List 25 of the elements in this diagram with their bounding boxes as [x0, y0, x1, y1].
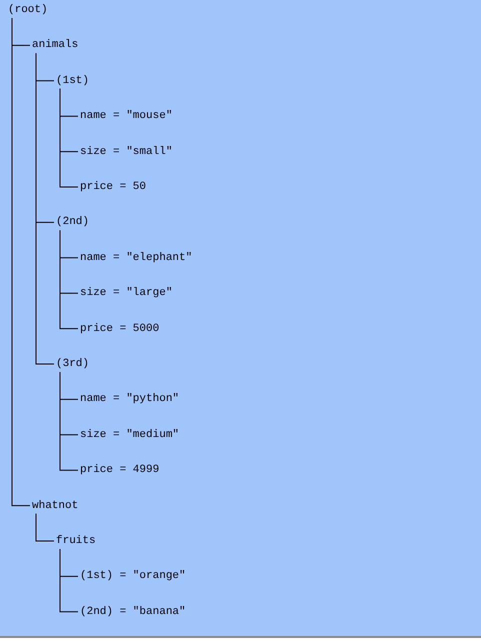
tree-item-label: size = "small": [80, 144, 172, 160]
tree-item-label: price = 5000: [80, 320, 160, 337]
tree-connector: [36, 513, 54, 542]
tree-item-label: price = 4999: [80, 462, 160, 478]
tree-connector: [60, 548, 78, 612]
tree-item-label: name = "python": [80, 391, 180, 408]
tree-connector: [60, 372, 78, 471]
tree-item-label: animals: [32, 37, 78, 54]
tree-item-label: (2nd) = "banana": [80, 604, 186, 620]
tree-item-label: (1st): [56, 72, 90, 89]
tree-item-label: whatnot: [32, 498, 78, 514]
tree-item-label: size = "large": [80, 285, 172, 302]
tree-item-label: (2nd): [56, 214, 90, 230]
tree-item-label: name = "mouse": [80, 108, 172, 124]
tree-connector: [60, 230, 78, 330]
tree-connector: [12, 18, 30, 506]
tree-item-label: (1st) = "orange": [80, 568, 186, 584]
tree-item-label: size = "medium": [80, 426, 180, 443]
tree-item-label: name = "elephant": [80, 250, 192, 266]
tree-item-label: fruits: [56, 533, 96, 549]
tree-item-label: price = 50: [80, 179, 146, 195]
tree-item-label: (3rd): [56, 356, 90, 372]
tree-connector: [36, 52, 54, 364]
tree-item-label: (root): [8, 2, 48, 18]
tree-connector: [60, 88, 78, 188]
